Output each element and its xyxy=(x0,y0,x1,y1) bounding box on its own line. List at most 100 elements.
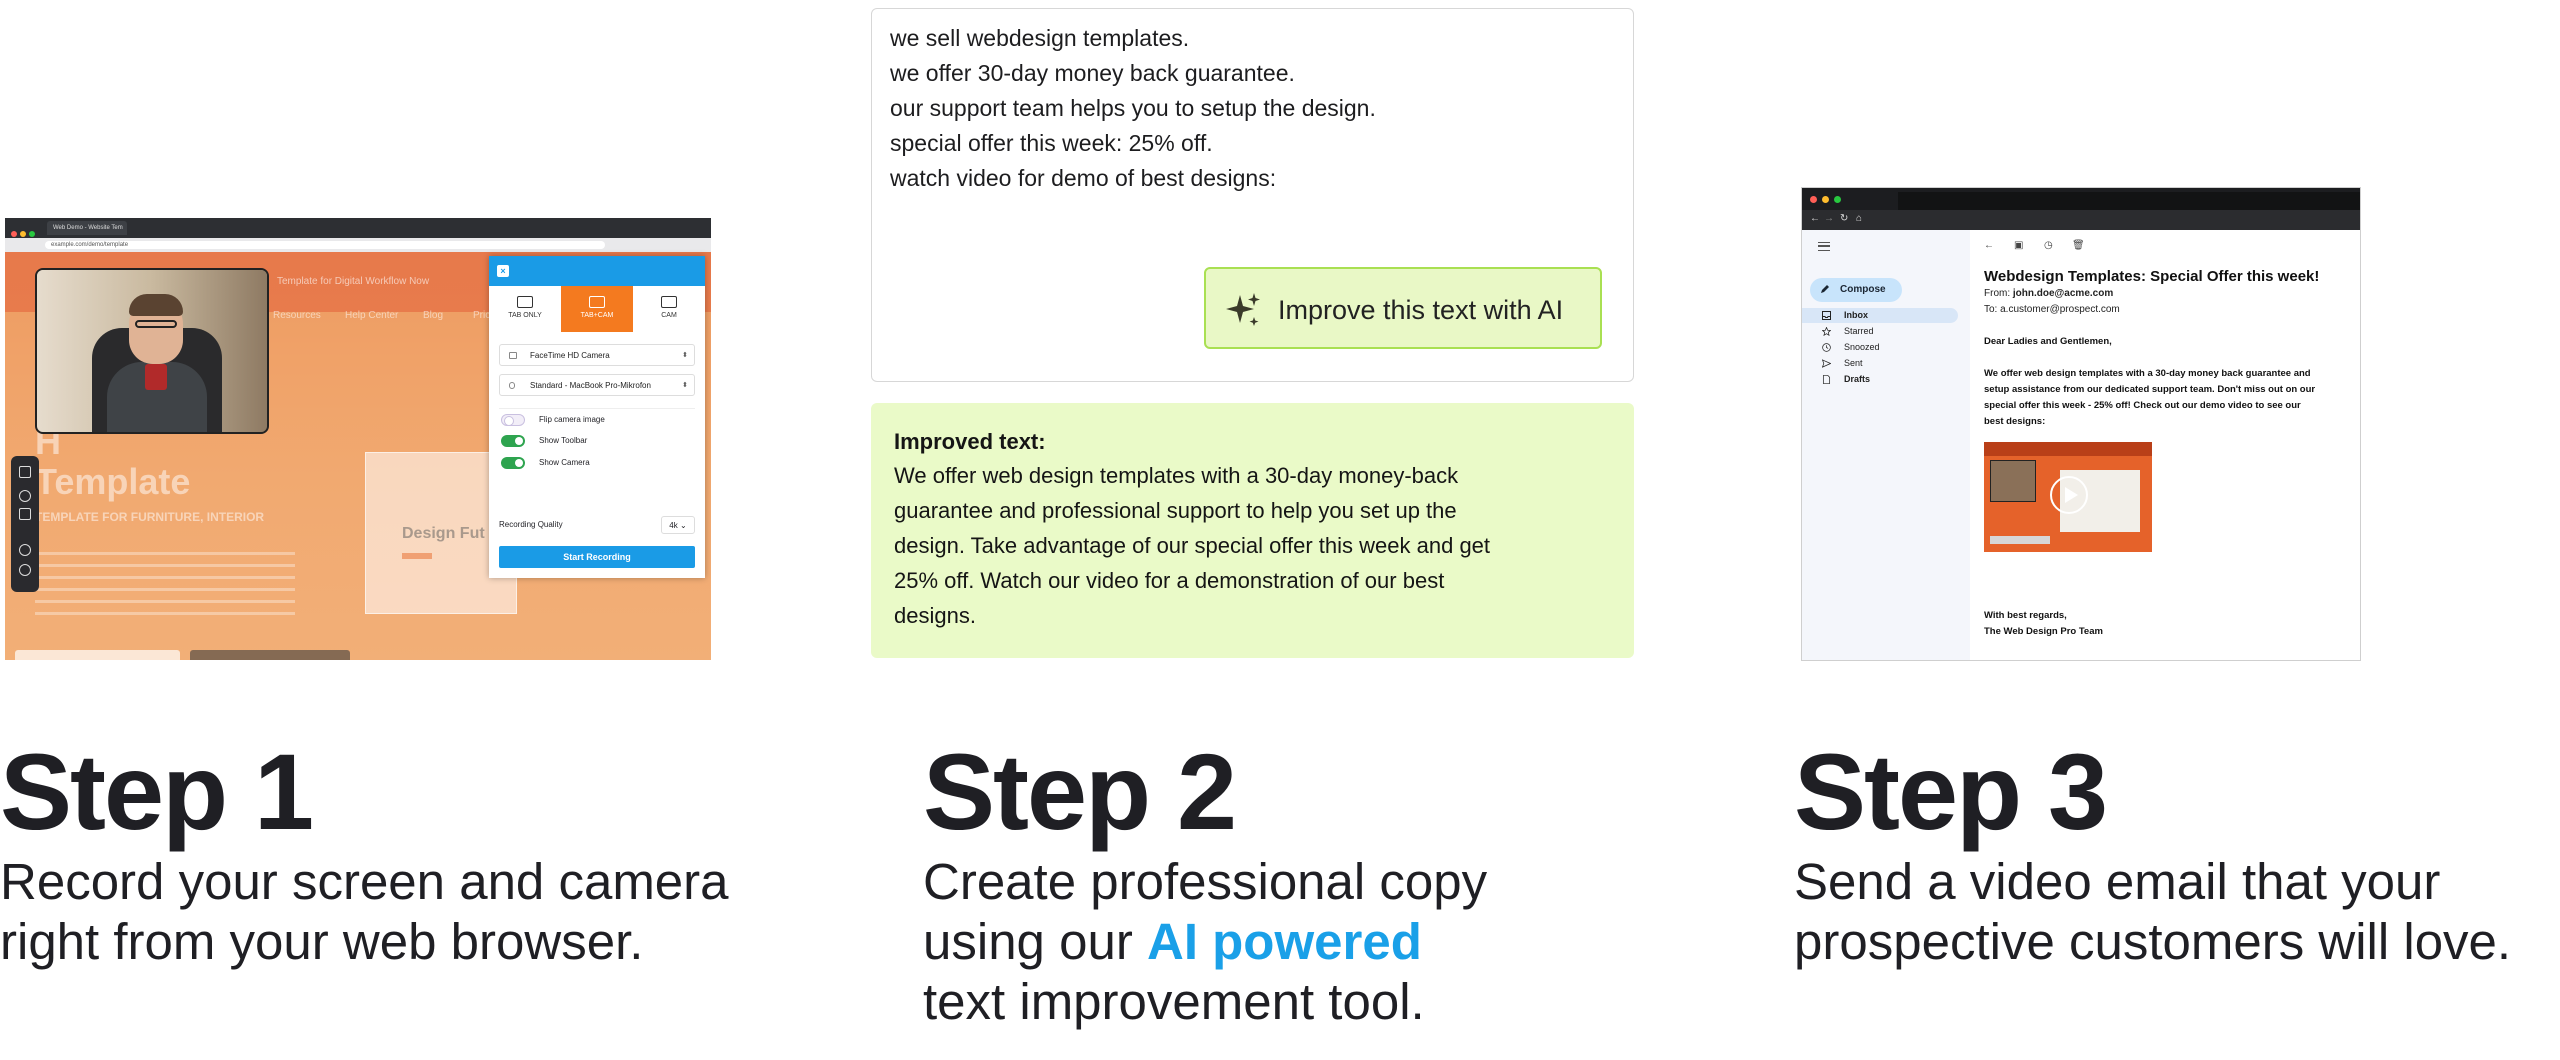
mode-label: TAB ONLY xyxy=(508,312,542,319)
mail-browser-nav: ← → ↻ ⌂ xyxy=(1802,210,2360,230)
email-subject: Webdesign Templates: Special Offer this … xyxy=(1984,268,2320,285)
improved-line: guarantee and professional support to he… xyxy=(894,498,1457,523)
menu-icon[interactable] xyxy=(1818,242,1830,251)
video-thumbnail[interactable] xyxy=(1984,442,2152,552)
folder-label: Snoozed xyxy=(1844,342,1880,352)
pause-tool-icon[interactable] xyxy=(19,544,31,556)
step2-desc-line3: text improvement tool. xyxy=(923,973,1425,1030)
improved-line: 25% off. Watch our video for a demonstra… xyxy=(894,568,1445,593)
select-caret-icon: ⬍ xyxy=(682,352,688,359)
email-body-line: best designs: xyxy=(1984,416,2046,427)
camera-select[interactable]: FaceTime HD Camera ⬍ xyxy=(499,344,695,366)
recording-toolbar xyxy=(11,456,39,592)
archive-icon[interactable]: ▣ xyxy=(2014,240,2024,251)
option-label: Show Toolbar xyxy=(539,436,588,445)
improve-with-ai-button[interactable]: Improve this text with AI xyxy=(1204,267,1602,349)
microphone-select[interactable]: Standard - MacBook Pro-Mikrofon ⬍ xyxy=(499,374,695,396)
to-address: a.customer@prospect.com xyxy=(2000,304,2120,315)
mail-sidebar: Compose Inbox Starred Snoozed Sent Draft… xyxy=(1802,230,1970,660)
site-live-preview-button xyxy=(15,650,180,660)
back-icon[interactable]: ← xyxy=(1810,213,1820,224)
home-icon[interactable]: ⌂ xyxy=(1856,213,1863,224)
show-toolbar-toggle[interactable] xyxy=(501,435,525,447)
camera-overlay[interactable] xyxy=(35,268,269,434)
email-from: From: john.doe@acme.com xyxy=(1984,288,2113,299)
delete-icon[interactable]: 🗑 xyxy=(2072,240,2085,251)
text-input-area[interactable]: we sell webdesign templates. we offer 30… xyxy=(871,8,1634,382)
folder-inbox[interactable]: Inbox xyxy=(1802,308,1958,323)
snooze-icon[interactable]: ◷ xyxy=(2044,240,2053,251)
draw-tool-icon[interactable] xyxy=(19,508,31,520)
email-client-screenshot: ← → ↻ ⌂ Compose Inbox Starred Snoozed Se… xyxy=(1801,187,2361,661)
start-recording-button[interactable]: Start Recording xyxy=(499,546,695,568)
show-toolbar-option: Show Toolbar xyxy=(499,430,695,452)
input-line: our support team helps you to setup the … xyxy=(890,95,1376,121)
recorder-panel: × TAB ONLY TAB+CAM CAM FaceTime HD Camer… xyxy=(489,256,705,578)
improve-button-label: Improve this text with AI xyxy=(1278,295,1564,325)
flip-camera-toggle[interactable] xyxy=(501,414,525,426)
quality-select[interactable]: 4k ⌄ xyxy=(661,516,695,534)
show-camera-toggle[interactable] xyxy=(501,457,525,469)
site-hero-subtitle: TEMPLATE FOR FURNITURE, INTERIOR xyxy=(35,510,265,524)
recorder-panel-header: × xyxy=(489,256,705,286)
input-line: watch video for demo of best designs: xyxy=(890,165,1277,191)
step1-desc-line2: right from your web browser. xyxy=(0,913,644,970)
email-signoff: With best regards, xyxy=(1984,610,2067,621)
step2-title: Step 2 xyxy=(923,731,1237,852)
folder-label: Starred xyxy=(1844,326,1874,336)
inbox-icon xyxy=(1822,311,1831,320)
person-glasses xyxy=(135,320,177,328)
site-preview-title: Design Fut xyxy=(402,525,485,542)
site-paragraph xyxy=(35,552,295,622)
site-nav-item: Help Center xyxy=(345,310,399,321)
url-field[interactable]: example.com/demo/template xyxy=(45,241,605,249)
option-label: Flip camera image xyxy=(539,415,605,424)
pencil-icon xyxy=(1821,285,1829,293)
camera-select-value: FaceTime HD Camera xyxy=(530,351,610,360)
folder-label: Drafts xyxy=(1844,374,1871,384)
email-body-line: setup assistance from our dedicated supp… xyxy=(1984,384,2316,395)
folder-snoozed[interactable]: Snoozed xyxy=(1802,340,1958,355)
improved-line: design. Take advantage of our special of… xyxy=(894,533,1491,558)
quality-value: 4k xyxy=(669,521,678,530)
close-icon[interactable]: × xyxy=(497,265,509,277)
to-label: To: xyxy=(1984,304,2001,315)
draft-icon xyxy=(1822,375,1831,384)
compose-button[interactable]: Compose xyxy=(1810,278,1902,302)
browser-tab[interactable]: Web Demo - Website Tem xyxy=(47,221,127,235)
forward-icon[interactable]: → xyxy=(1824,213,1834,224)
mode-cam[interactable]: CAM xyxy=(633,286,705,332)
site-header-text: Template for Digital Workflow Now xyxy=(277,276,430,287)
reload-icon[interactable]: ↻ xyxy=(1840,213,1849,224)
input-line: special offer this week: 25% off. xyxy=(890,130,1213,156)
window-controls xyxy=(11,224,38,242)
browser-titlebar: Web Demo - Website Tem xyxy=(5,218,711,238)
mode-tab-cam[interactable]: TAB+CAM xyxy=(561,286,633,332)
stop-tool-icon[interactable] xyxy=(19,564,31,576)
screen-tool-icon[interactable] xyxy=(19,466,31,478)
clock-icon xyxy=(1822,343,1831,352)
browser-address-bar: example.com/demo/template xyxy=(5,238,711,252)
camera-icon xyxy=(661,296,677,308)
folder-sent[interactable]: Sent xyxy=(1802,356,1958,371)
tab-cam-icon xyxy=(589,296,605,308)
play-icon[interactable] xyxy=(2050,476,2088,514)
folder-drafts[interactable]: Drafts xyxy=(1802,372,1958,387)
step3-desc-line2: prospective customers will love. xyxy=(1794,913,2512,970)
microphone-icon xyxy=(509,382,515,389)
email-to: To: a.customer@prospect.com xyxy=(1984,304,2120,315)
mode-tab-only[interactable]: TAB ONLY xyxy=(489,286,561,332)
tab-icon xyxy=(517,296,533,308)
show-camera-option: Show Camera xyxy=(499,452,695,474)
site-download-button xyxy=(190,650,350,660)
folder-starred[interactable]: Starred xyxy=(1802,324,1958,339)
send-icon xyxy=(1822,359,1831,368)
microphone-select-value: Standard - MacBook Pro-Mikrofon xyxy=(530,381,651,390)
back-arrow-icon[interactable]: ← xyxy=(1984,240,1994,251)
pointer-tool-icon[interactable] xyxy=(19,490,31,502)
recording-mode-tabs: TAB ONLY TAB+CAM CAM xyxy=(489,286,705,332)
select-caret-icon: ⬍ xyxy=(682,382,688,389)
email-body-line: special offer this week - 25% off! Check… xyxy=(1984,400,2301,411)
site-preview-card: Design Fut xyxy=(365,452,517,614)
star-icon xyxy=(1822,327,1831,336)
